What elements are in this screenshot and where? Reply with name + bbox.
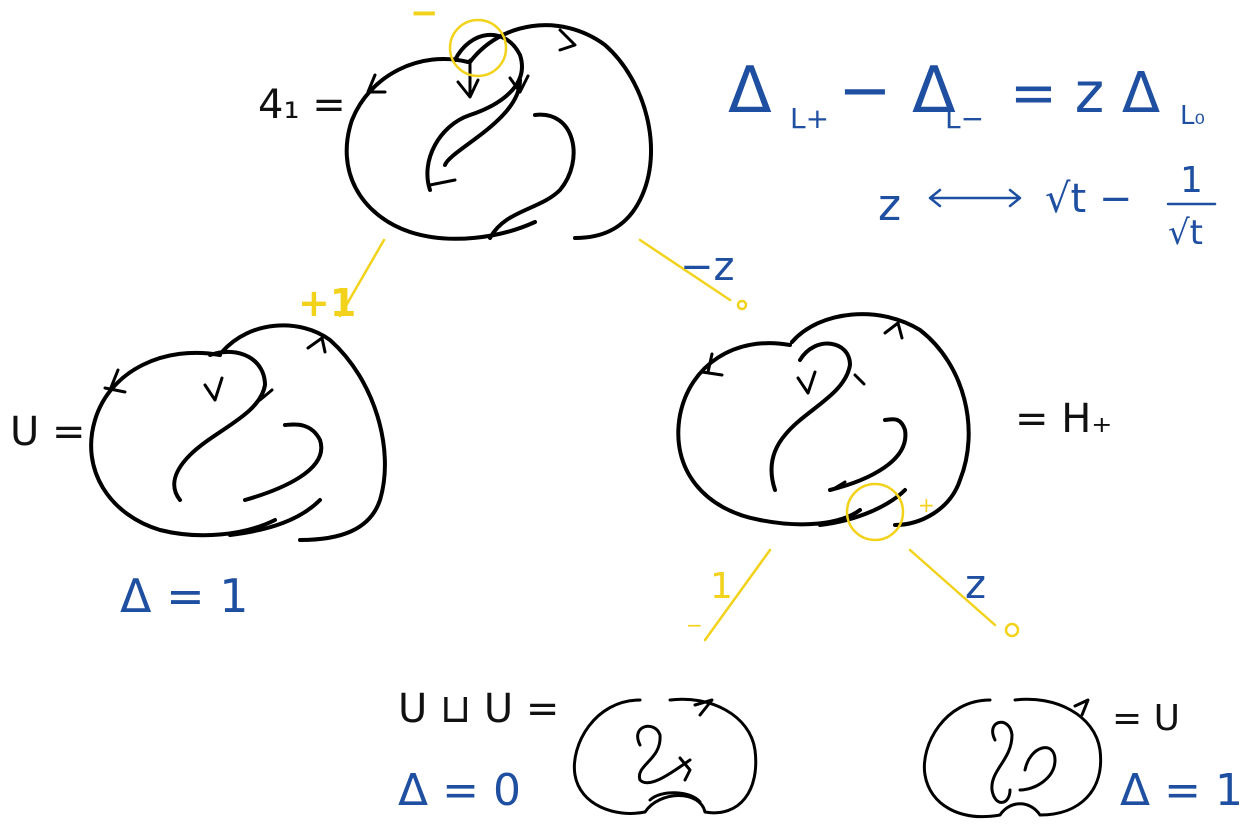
label-hopf: = H₊ (1015, 396, 1112, 442)
skein-eq-z-delta: = z Δ (1010, 61, 1160, 126)
crossing-sign-top: − (410, 0, 439, 33)
split-unlink (574, 699, 755, 813)
skein-minus-delta: − Δ (838, 54, 956, 128)
alexander-u-left: Δ = 1 (120, 569, 249, 623)
coeff-mid-left: 1 (710, 566, 733, 607)
alexander-split: Δ = 0 (398, 765, 521, 816)
crossing-sign-mid: + (918, 493, 935, 517)
coeff-top-right: −z (680, 244, 735, 290)
skein-delta-1: Δ (728, 54, 772, 128)
unknot-left (91, 325, 385, 540)
skein-lminus: L− (945, 102, 984, 135)
label-split-unlink: U ⊔ U = (398, 686, 559, 732)
double-arrow (930, 190, 1020, 206)
coeff-top-left: +1 (298, 281, 356, 325)
alexander-u-right: Δ = 1 (1120, 765, 1243, 816)
unknot-right (924, 699, 1100, 816)
skein-relation: Δ L+ − Δ L− = z Δ L₀ (728, 54, 1205, 135)
label-unknot-right: = U (1112, 698, 1180, 739)
coeff-mid-right: z (965, 562, 986, 608)
frac-num: 1 (1180, 160, 1203, 201)
label-unknot-u: U = (10, 409, 86, 455)
label-knot-41: 4₁ = (258, 82, 346, 128)
sub-z: z (878, 180, 901, 231)
crossing-highlight-top (450, 20, 506, 76)
z-substitution: z √t − 1 √t (878, 160, 1215, 253)
skein-lplus: L+ (790, 102, 829, 135)
edge-top-right-end (738, 301, 746, 309)
skein-l0: L₀ (1180, 101, 1205, 131)
figure-eight-knot (347, 25, 651, 239)
coeff-mid-left-end: − (686, 613, 703, 637)
frac-den: √t (1168, 213, 1203, 253)
edge-mid-right-end (1006, 624, 1018, 636)
sub-rhs: √t − (1045, 176, 1132, 222)
